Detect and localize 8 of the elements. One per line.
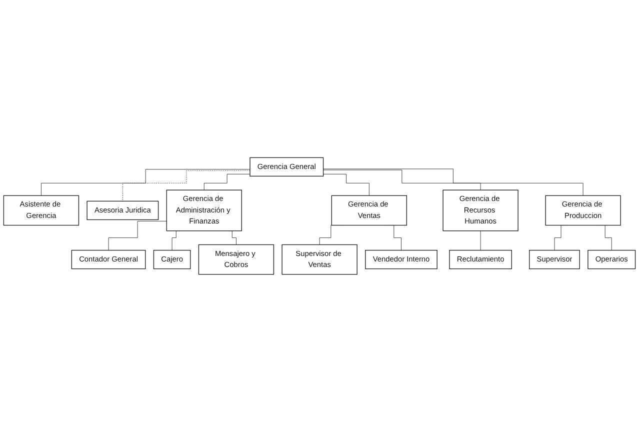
connector <box>480 230 481 250</box>
connector <box>204 174 250 190</box>
connector <box>323 174 370 196</box>
connector <box>122 170 250 202</box>
connector <box>40 169 250 196</box>
connector <box>323 170 481 190</box>
connector <box>108 220 167 250</box>
connector <box>323 168 584 196</box>
